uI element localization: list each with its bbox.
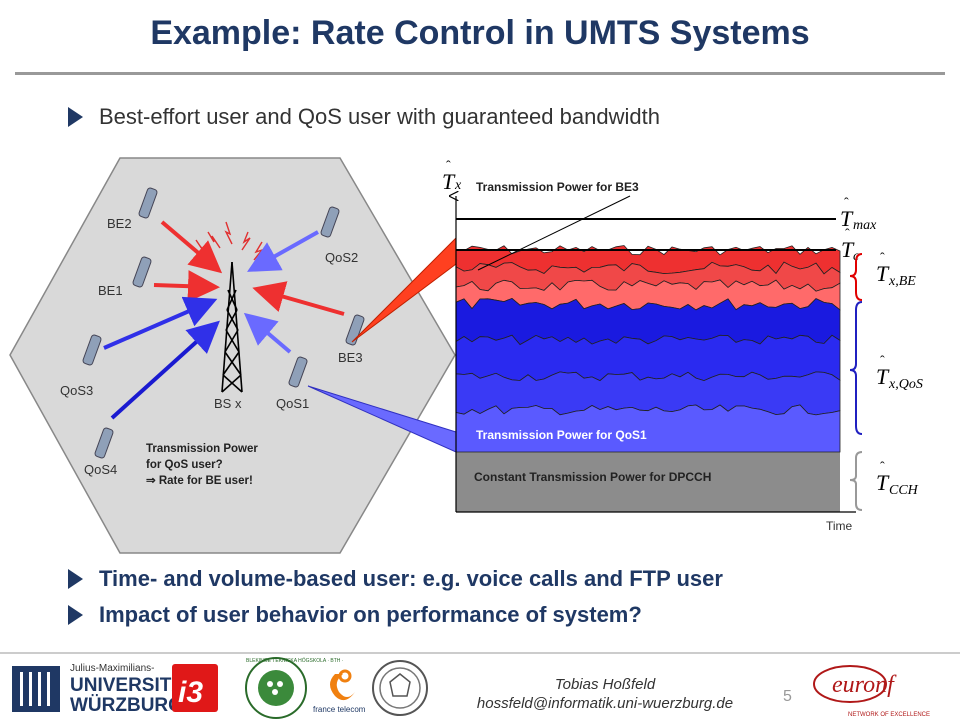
svg-text:UNIVERSITÄT: UNIVERSITÄT <box>70 675 197 696</box>
label-qos4: QoS4 <box>84 462 117 477</box>
svg-text:ˆ: ˆ <box>844 196 849 211</box>
bullet-text: Best-effort user and QoS user with guara… <box>99 104 660 129</box>
arrow-qos1 <box>243 312 292 354</box>
question-line-1: Transmission Power <box>146 443 258 455</box>
svg-text:BLEKINGE TEKNISKA HÖGSKOLA · B: BLEKINGE TEKNISKA HÖGSKOLA · BTH · <box>246 657 344 664</box>
y-axis-symbol: T <box>442 169 456 194</box>
label-be1: BE1 <box>98 283 123 298</box>
svg-text:france telecom: france telecom <box>313 705 366 714</box>
svg-text:i3: i3 <box>178 676 203 709</box>
i3-logo: i3 <box>172 664 218 712</box>
label-be2: BE2 <box>107 216 132 231</box>
arrow-qos3 <box>103 296 218 350</box>
arrow-qos4 <box>110 320 220 420</box>
rate-control-diagram: BE2 BE1 QoS3 QoS4 QoS2 BE3 QoS1 BS x Tra… <box>9 157 923 554</box>
arrow-be1 <box>153 270 220 303</box>
euronf-logo: euronf NETWORK OF EXCELLENCE <box>813 665 930 718</box>
brace-cch <box>849 451 863 511</box>
slide-title: Example: Rate Control in UMTS Systems <box>150 14 810 52</box>
label-qos3: QoS3 <box>60 383 93 398</box>
arrow-be3 <box>252 281 345 316</box>
arrow-be2 <box>160 220 223 274</box>
author-email: hossfeld@informatik.uni-wuerzburg.de <box>476 695 734 712</box>
tmax-symbol: T <box>840 206 854 231</box>
label-power-dpcch: Constant Transmission Power for DPCCH <box>474 470 711 484</box>
power-layers <box>455 245 841 453</box>
footer-logos: Julius-Maximilians- UNIVERSITÄT WÜRZBURG… <box>12 657 930 719</box>
label-power-be3: Transmission Power for BE3 <box>476 180 639 194</box>
svg-text:ˆ: ˆ <box>880 251 885 266</box>
bullet-time-volume: Time- and volume-based user: e.g. voice … <box>68 566 723 592</box>
svg-text:ˆ: ˆ <box>446 159 451 174</box>
mobile-phone-icon <box>82 187 365 459</box>
x-axis-label: Time <box>826 519 853 533</box>
label-be3: BE3 <box>338 350 363 365</box>
svg-text:ˆ: ˆ <box>880 354 885 369</box>
brace-qos <box>849 301 863 435</box>
arrow-qos2 <box>247 230 319 272</box>
tmax-sub: max <box>853 218 877 233</box>
power-layer-qos-7 <box>455 404 841 453</box>
base-station-tower-icon <box>221 261 243 393</box>
svg-text:ˆ: ˆ <box>880 460 885 475</box>
txqos-sub: x,QoS <box>888 377 923 392</box>
svg-text:ˆ: ˆ <box>845 227 850 242</box>
txbe-symbol: T <box>876 261 890 286</box>
tcch-symbol: T <box>876 470 890 495</box>
bullet-best-effort: Best-effort user and QoS user with guara… <box>68 104 660 130</box>
txqos-symbol: T <box>876 364 890 389</box>
question-line-3: ⇒ Rate for BE user! <box>146 475 253 487</box>
author-block: Tobias Hoßfeld hossfeld@informatik.uni-w… <box>455 675 755 713</box>
seal-logo <box>372 660 428 716</box>
label-qos2: QoS2 <box>325 250 358 265</box>
tcch-sub: CCH <box>889 483 919 498</box>
bullet-arrow-icon <box>68 569 83 589</box>
bullet-arrow-icon <box>68 605 83 625</box>
bullet-text: Time- and volume-based user: e.g. voice … <box>99 566 723 591</box>
be3-pointer <box>477 195 631 271</box>
author-name: Tobias Hoßfeld <box>554 676 656 693</box>
france-telecom-logo: france telecom <box>313 669 366 714</box>
svg-text:NETWORK OF EXCELLENCE: NETWORK OF EXCELLENCE <box>848 712 930 718</box>
bullet-arrow-icon <box>68 107 83 127</box>
svg-text:WÜRZBURG: WÜRZBURG <box>70 695 183 716</box>
bullet-impact: Impact of user behavior on performance o… <box>68 602 642 628</box>
bth-logo: BLEKINGE TEKNISKA HÖGSKOLA · BTH · <box>245 657 344 719</box>
tc-symbol: T <box>841 237 855 262</box>
brace-be <box>849 253 863 301</box>
power-chart: Transmission Power for BE3 Transmission … <box>442 159 923 533</box>
title-divider <box>15 72 945 75</box>
svg-text:euronf: euronf <box>832 672 897 698</box>
dpcch-band <box>456 452 840 512</box>
label-power-qos1: Transmission Power for QoS1 <box>476 428 647 442</box>
bullet-text: Impact of user behavior on performance o… <box>99 602 642 627</box>
label-bs: BS x <box>214 396 242 411</box>
y-axis-sub: x <box>454 178 462 193</box>
university-wuerzburg-logo: Julius-Maximilians- UNIVERSITÄT WÜRZBURG <box>12 663 197 716</box>
label-qos1: QoS1 <box>276 396 309 411</box>
question-line-2: for QoS user? <box>146 459 223 471</box>
txbe-sub: x,BE <box>888 274 916 289</box>
page-number: 5 <box>783 688 792 705</box>
footer-divider <box>0 652 960 654</box>
cell-hexagon <box>9 157 456 554</box>
svg-text:Julius-Maximilians-: Julius-Maximilians- <box>70 663 154 674</box>
